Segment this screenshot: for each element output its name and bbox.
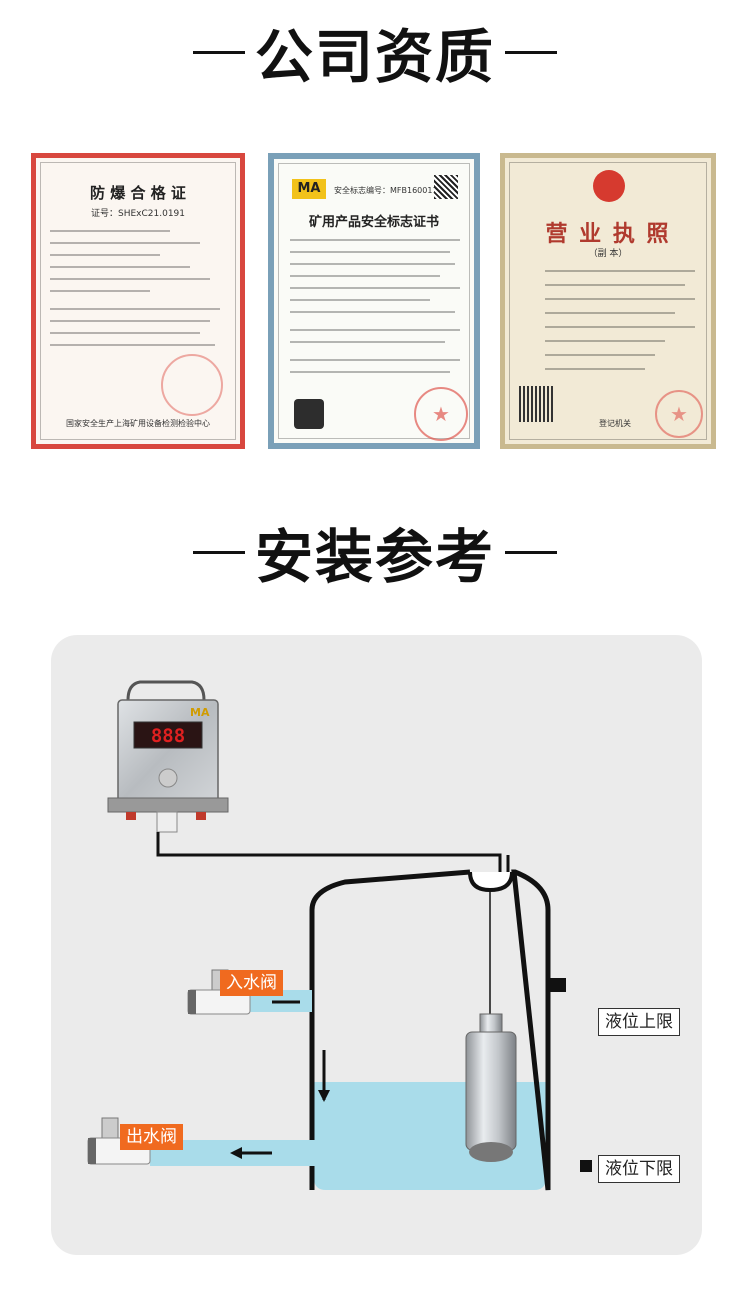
monitor-base	[107, 797, 229, 813]
monitor-display	[133, 721, 203, 749]
red-seal-icon	[161, 354, 223, 416]
inlet-valve-flange	[188, 990, 196, 1014]
level-sensor	[465, 1031, 517, 1151]
title-rule-left	[192, 50, 245, 54]
level-monitor-device	[107, 680, 510, 885]
upper-limit-label: 液位上限	[598, 1008, 680, 1037]
outlet-pipe-joint	[312, 1140, 326, 1166]
outlet-valve-handle	[101, 1117, 119, 1139]
lower-limit-label: 液位下限	[598, 1155, 680, 1184]
qr-code-icon	[434, 175, 458, 199]
sensor-head	[479, 1013, 503, 1033]
tank-inlet-cap	[468, 871, 514, 893]
tank-side-fitting	[548, 978, 566, 992]
license-sub: （副 本）	[588, 249, 628, 259]
outlet-valve-label: 出水阀	[120, 1124, 183, 1151]
title-rule-right	[505, 50, 557, 54]
outlet-arrow-icon	[230, 1147, 242, 1159]
inlet-valve-label: 入水阀	[220, 970, 283, 997]
national-emblem-icon	[593, 170, 625, 202]
speaker-icon	[158, 768, 178, 788]
explosion-cert-authority: 国家安全生产上海矿用设备检测检验中心	[66, 419, 210, 428]
inflow-arrow-icon	[318, 1090, 330, 1102]
install-title: 安装参考	[0, 520, 750, 591]
cable-gland	[156, 811, 178, 833]
certificate-inner-border	[509, 162, 707, 440]
red-seal-icon: ★	[414, 387, 468, 441]
explosion-cert-heading: 防 爆 合 格 证	[90, 184, 186, 202]
outlet-valve-flange	[88, 1138, 96, 1164]
ma-logo-icon: MA	[190, 706, 210, 719]
qr-code-icon	[519, 386, 555, 422]
explosion-proof-certificate[interactable]: 防 爆 合 格 证 证号：SHExC21.0191 国家安全生产上海矿用设备检测…	[31, 153, 245, 449]
safety-emblem-icon	[294, 399, 324, 429]
monitor-handle	[126, 680, 206, 701]
bolt-icon	[126, 812, 136, 820]
mining-cert-mark-number: 安全标志编号：MFB160011	[334, 186, 438, 195]
red-seal-icon: ★	[655, 390, 703, 438]
qualification-title: 公司资质	[0, 20, 750, 91]
ma-logo-icon: MA	[292, 179, 326, 199]
mining-cert-heading: 矿用产品安全标志证书	[308, 215, 439, 230]
business-license[interactable]: 营 业 执 照 （副 本） 登记机关 ★	[500, 153, 716, 449]
certificate-inner-border	[40, 162, 236, 440]
sensor-tip	[469, 1142, 513, 1162]
bolt-icon	[196, 812, 206, 820]
license-heading: 营 业 执 照	[545, 222, 671, 247]
title-rule-right	[505, 550, 557, 554]
title-rule-left	[192, 550, 245, 554]
explosion-cert-number: 证号：SHExC21.0191	[91, 209, 185, 219]
lower-limit-marker	[580, 1160, 592, 1172]
certificate-inner-border	[278, 163, 470, 439]
install-title-text: 安装参考	[254, 523, 495, 591]
mining-safety-certificate[interactable]: MA 安全标志编号：MFB160011 矿用产品安全标志证书 ★	[268, 153, 480, 449]
water-tank	[309, 869, 551, 1191]
qualification-title-text: 公司资质	[254, 23, 495, 91]
license-issuer: 登记机关	[599, 419, 631, 428]
signal-cable	[156, 832, 502, 885]
monitor-display-value: 888	[151, 725, 185, 747]
